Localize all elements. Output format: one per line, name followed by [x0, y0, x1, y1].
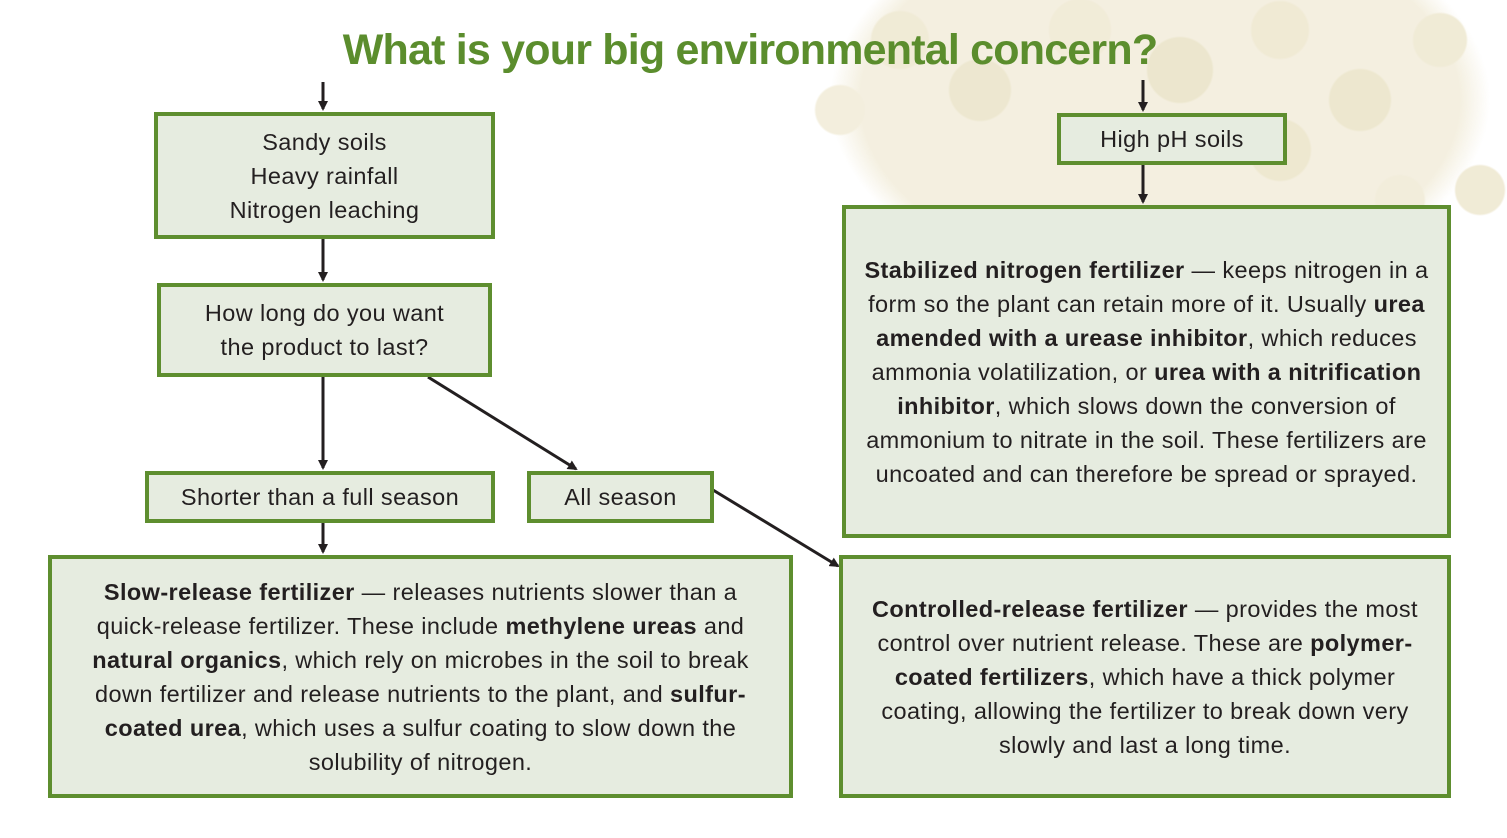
bold-term: sulfur-coated urea: [104, 680, 746, 741]
arrow-question-to-all: [427, 375, 578, 471]
bold-term: Controlled-release fertilizer: [872, 595, 1188, 622]
controlled-release-fertilizer-box: Controlled-release fertilizer — provides…: [839, 555, 1451, 798]
bold-term: urea with a nitrification inhibitor: [897, 358, 1422, 419]
option-short-box: Shorter than a full season: [145, 471, 495, 523]
text-segment: — keeps nitrogen in a form so the plant …: [868, 256, 1429, 317]
page-title: What is your big environmental concern?: [342, 26, 1158, 74]
text-segment: — releases nutrients slower than a quick…: [96, 578, 738, 639]
high-ph-label: High pH soils: [1100, 126, 1244, 152]
duration-question-box: How long do you want the product to last…: [157, 283, 492, 377]
text-segment: , which rely on microbes in the soil to …: [95, 646, 749, 707]
concern-line: Nitrogen leaching: [229, 196, 420, 223]
stabilized-fertilizer-box: Stabilized nitrogen fertilizer — keeps n…: [842, 205, 1451, 538]
question-line: How long do you want: [204, 300, 445, 326]
bold-term: natural organics: [92, 646, 282, 673]
bold-term: Slow-release fertilizer: [103, 578, 355, 605]
text-segment: — provides the most control over nutrien…: [877, 595, 1418, 656]
arrow-all-to-controlled: [712, 488, 840, 568]
slow-release-fertilizer-box: Slow-release fertilizer — releases nutri…: [48, 555, 793, 798]
question-line: the product to last?: [220, 334, 429, 360]
bold-term: methylene ureas: [505, 612, 697, 639]
stabilized-description: Stabilized nitrogen fertilizer — keeps n…: [860, 253, 1433, 491]
option-all-label: All season: [564, 484, 677, 510]
option-all-season-box: All season: [527, 471, 714, 523]
option-short-label: Shorter than a full season: [180, 484, 460, 510]
text-segment: , which reduces ammonia volatilization, …: [871, 324, 1417, 385]
slow-release-description: Slow-release fertilizer — releases nutri…: [70, 575, 771, 779]
text-segment: , which have a thick polymer coating, al…: [881, 663, 1409, 758]
controlled-release-description: Controlled-release fertilizer — provides…: [859, 592, 1431, 762]
text-segment: , which slows down the conversion of amm…: [866, 392, 1427, 487]
high-ph-box: High pH soils: [1057, 113, 1287, 165]
bold-term: polymer-coated fertilizers: [894, 629, 1413, 690]
bold-term: urea amended with a urease inhibitor: [876, 290, 1425, 351]
text-segment: and: [696, 612, 745, 639]
bold-term: Stabilized nitrogen fertilizer: [864, 256, 1185, 283]
text-segment: , which uses a sulfur coating to slow do…: [241, 714, 737, 775]
concern-box: Sandy soils Heavy rainfall Nitrogen leac…: [154, 112, 495, 239]
concern-line: Heavy rainfall: [250, 162, 399, 189]
concern-line: Sandy soils: [262, 128, 387, 155]
